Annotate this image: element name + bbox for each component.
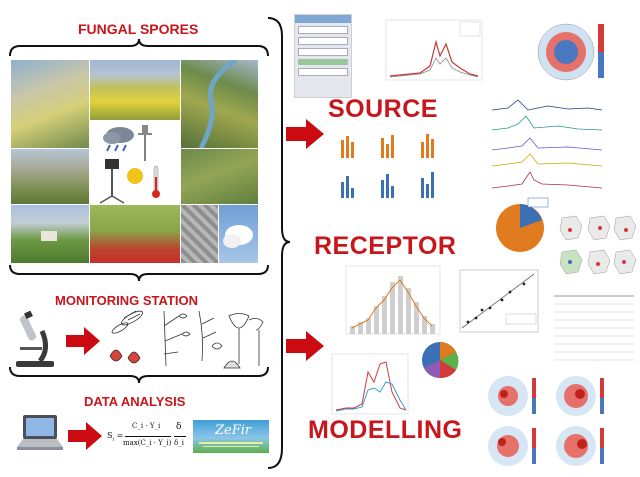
france-maps-thumbnail (556, 212, 638, 282)
similarity-formula: Si = C_i - Y_i max(C_i · Y_i) (107, 422, 172, 447)
monitoring-station-title: MONITORING STATION (55, 293, 198, 308)
receptor-scatter-plot-thumbnail (446, 266, 542, 342)
arrow-to-receptor-modelling (286, 331, 324, 361)
stone-texture-photo (181, 205, 218, 263)
river-fields-photo (181, 149, 258, 204)
modelling-line-chart-thumbnail (322, 352, 412, 418)
cloud-sky-photo (219, 205, 258, 263)
source-time-series-thumbnail (478, 88, 608, 192)
poppy-field-photo (90, 205, 180, 263)
river-valley-photo (181, 60, 258, 148)
spore-drawings (109, 310, 264, 369)
data-analysis-title: DATA ANALYSIS (84, 394, 186, 409)
coastal-field-photo (11, 60, 89, 148)
formula-ratio-den: δ_i (174, 439, 184, 447)
fungal-spores-bracket (9, 38, 269, 57)
landscape-photo-mosaic (11, 60, 258, 263)
fungal-spores-bottom-bracket (9, 264, 269, 282)
arrow-microscope-to-spores (66, 327, 100, 355)
formula-lhs: S (107, 431, 113, 440)
fungal-spores-title: FUNGAL SPORES (78, 21, 199, 37)
zefir-logo: ZeFir (193, 420, 269, 453)
laptop-icon (17, 415, 63, 450)
source-title: SOURCE (328, 95, 438, 123)
central-brace (267, 17, 291, 469)
rapeseed-field-photo (90, 60, 180, 120)
source-bar-charts-grid (335, 130, 455, 202)
arrow-laptop-to-formula (68, 422, 102, 450)
modelling-polar-plots-grid (482, 372, 632, 472)
software-window-thumbnail (294, 14, 352, 98)
modelling-title: MODELLING (308, 416, 463, 444)
receptor-title: RECEPTOR (314, 232, 457, 260)
formula-lhs-sub: i (112, 436, 115, 443)
monitoring-station-bracket (9, 366, 269, 384)
modelling-pie-thumbnail (422, 342, 459, 379)
receptor-table-thumbnail (552, 290, 636, 368)
pie-chart-thumbnail (496, 197, 549, 252)
countryside-photo (11, 149, 89, 204)
farm-house-photo (11, 205, 89, 263)
microscope-icon (16, 310, 54, 367)
seasonal-line-chart-thumbnail (374, 16, 486, 90)
weather-icons-panel (90, 121, 180, 204)
source-polar-plot-thumbnail (537, 23, 604, 81)
receptor-bar-line-chart-thumbnail (330, 262, 444, 344)
formula-ratio: δ δ_i (172, 419, 188, 453)
formula-ratio-num: δ (176, 422, 182, 432)
formula-denominator: max(C_i · Y_i) (123, 439, 172, 447)
formula-numerator: C_i - Y_i (132, 422, 161, 430)
arrow-to-source (286, 119, 324, 149)
zefir-logo-text: ZeFir (215, 423, 252, 438)
